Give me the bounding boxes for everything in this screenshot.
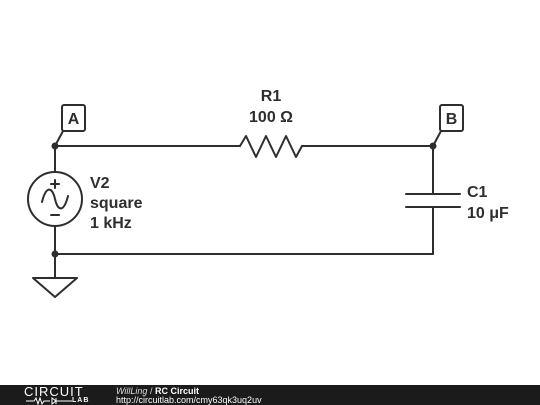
source-frequency-label: 1 kHz — [90, 215, 132, 232]
footer-bar: CIRCUIT LAB WillLing / RC Circuit http:/… — [0, 385, 540, 405]
logo-text-lab: LAB — [72, 397, 90, 404]
ac-source-icon[interactable] — [27, 171, 83, 227]
footer-author-link[interactable]: WillLing — [116, 386, 148, 396]
resistor-icon[interactable] — [239, 135, 303, 158]
capacitor-name-label: C1 — [467, 184, 488, 201]
footer-url-link[interactable]: http://circuitlab.com/cmy63qk3uq2uv — [116, 395, 262, 405]
resistor-value-label: 100 Ω — [249, 109, 293, 126]
logo-text-circuit: CIRCUIT — [24, 384, 84, 399]
capacitor-value-label: 10 μF — [467, 205, 509, 222]
source-name-label: V2 — [90, 175, 110, 192]
footer-credit: WillLing / RC Circuit — [116, 386, 199, 396]
node-label-a[interactable]: A — [54, 104, 86, 147]
footer-circuit-title[interactable]: RC Circuit — [154, 386, 199, 396]
source-waveform-label: square — [90, 195, 143, 212]
junction-ground — [51, 250, 59, 258]
node-a-text: A — [68, 111, 80, 128]
resistor-name-label: R1 — [261, 88, 282, 105]
rc-circuit-schematic: A B R1 100 Ω V2 square 1 kHz C1 10 μF — [27, 88, 509, 298]
ground-icon — [32, 277, 78, 298]
logo-resistor-icon — [26, 397, 72, 405]
capacitor-icon[interactable] — [405, 193, 461, 208]
circuitlab-logo[interactable]: CIRCUIT LAB — [24, 385, 104, 405]
node-b-text: B — [446, 111, 458, 128]
node-label-b[interactable]: B — [432, 104, 464, 147]
